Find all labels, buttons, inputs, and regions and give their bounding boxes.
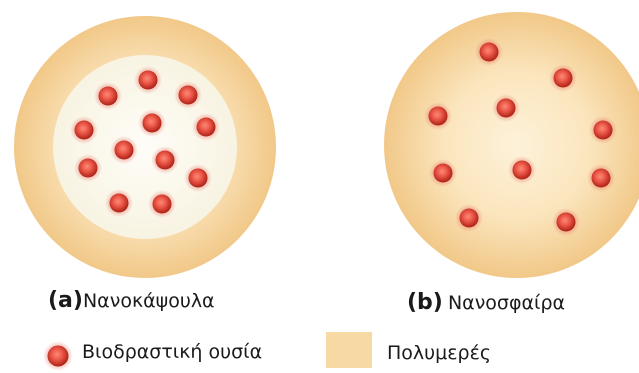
nanocapsule-name: Νανοκάψουλα [83, 290, 215, 312]
legend-polymer-swatch [326, 332, 372, 368]
nanocapsule-drug-particle [74, 154, 102, 182]
nanocapsule-drug-particle [192, 113, 220, 141]
nanocapsule-drug-particle [94, 82, 122, 110]
nanosphere-drug-particle [424, 102, 452, 130]
nanosphere-drug-particle [508, 156, 536, 184]
nanocapsule-tag: (a) [48, 288, 83, 313]
nanosphere-polymer-matrix [384, 12, 639, 278]
nanosphere-drug-particle [552, 208, 580, 236]
nanosphere-tag: (b) [407, 290, 443, 315]
nanocapsule-drug-particle [184, 164, 212, 192]
nanocapsule-drug-particle [134, 66, 162, 94]
nanosphere-drug-particle [587, 164, 615, 192]
nanosphere-drug-particle [429, 159, 457, 187]
nanosphere-caption: (b) Νανοσφαίρα [407, 292, 565, 314]
nanocapsule-drug-particle [138, 109, 166, 137]
nanocapsule [14, 16, 276, 278]
nanocapsule-drug-particle [148, 190, 176, 218]
nanosphere-drug-particle [492, 94, 520, 122]
legend-drug-label: Βιοδραστική ουσία [82, 343, 262, 362]
nanocapsule-drug-particle [174, 81, 202, 109]
nanosphere-drug-particle [475, 38, 503, 66]
nanosphere-drug-particle [549, 64, 577, 92]
nanocapsule-drug-particle [151, 146, 179, 174]
nanocapsule-drug-particle [105, 189, 133, 217]
legend-polymer-label: Πολυμερές [387, 344, 491, 363]
nanosphere-drug-particle [455, 204, 483, 232]
nanosphere-name: Νανοσφαίρα [448, 292, 565, 314]
nanosphere-drug-particle [589, 116, 617, 144]
nanocapsule-drug-particle [70, 116, 98, 144]
nanosphere [384, 12, 639, 278]
legend-drug-swatch [43, 341, 73, 371]
nanocapsule-drug-particle [110, 136, 138, 164]
nanocapsule-caption: (a)Νανοκάψουλα [48, 290, 215, 312]
